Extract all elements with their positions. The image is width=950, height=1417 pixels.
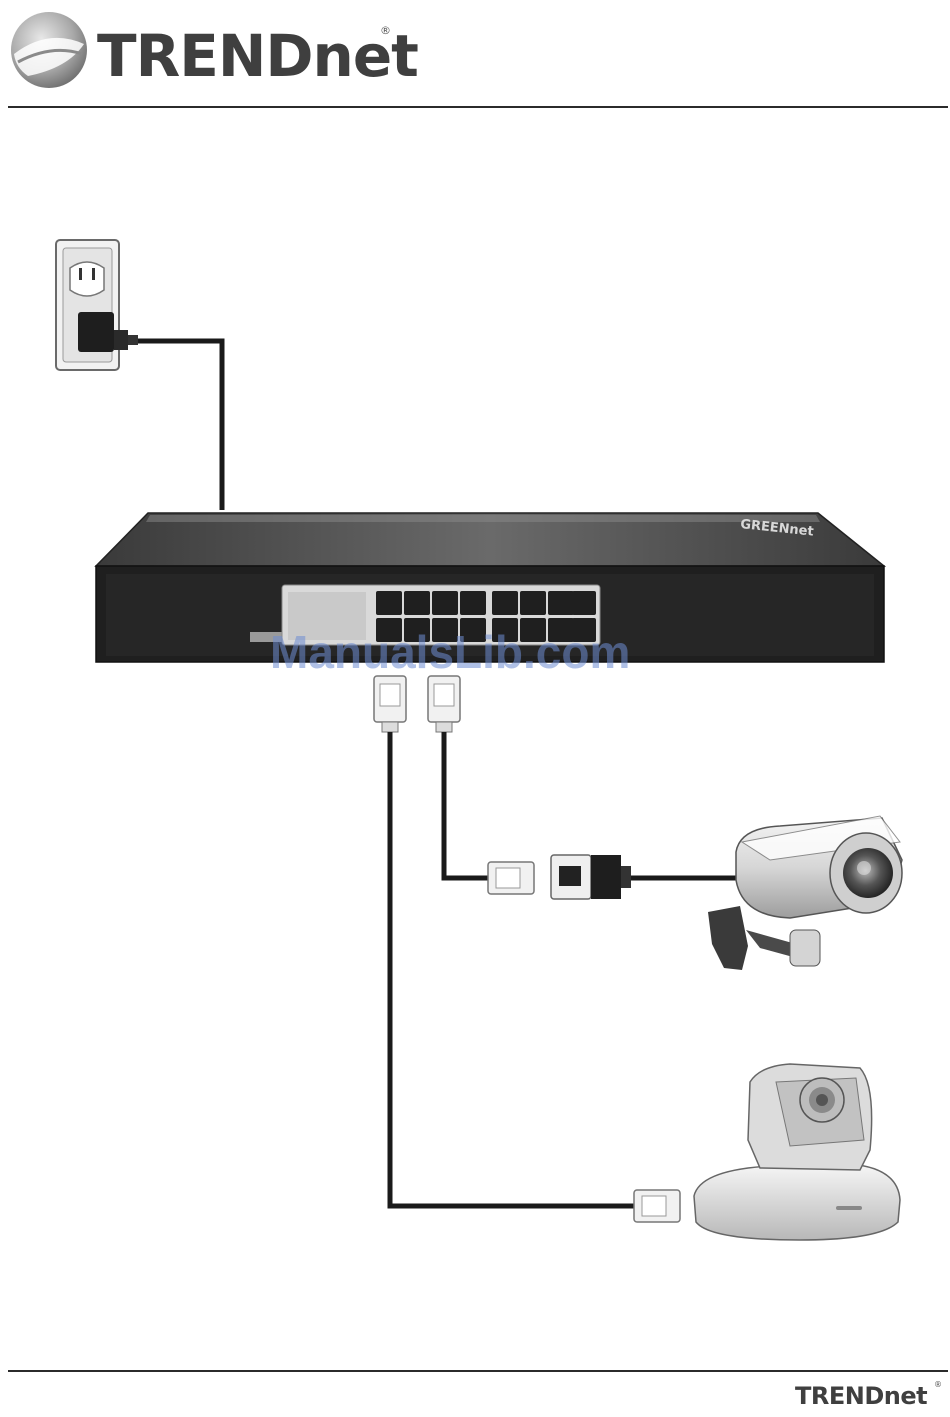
rj45-coupler-icon <box>551 855 631 899</box>
ptz-camera-icon <box>694 1064 900 1240</box>
rj45-connector-icon <box>428 676 460 732</box>
bullet-camera-icon <box>708 816 902 970</box>
ethernet-cable <box>390 732 634 1206</box>
power-plug-icon <box>78 312 138 352</box>
watermark: ManualsLib.com <box>270 625 630 679</box>
footer-brand-logo: TRENDnet <box>795 1382 927 1410</box>
power-cable <box>138 341 222 510</box>
ethernet-cable <box>444 732 490 878</box>
rj45-connector-icon <box>374 676 406 732</box>
footer-registered-mark: ® <box>934 1380 942 1389</box>
rj45-connector-icon <box>488 862 534 894</box>
rj45-connector-icon <box>634 1190 680 1222</box>
footer-divider <box>8 1370 948 1372</box>
